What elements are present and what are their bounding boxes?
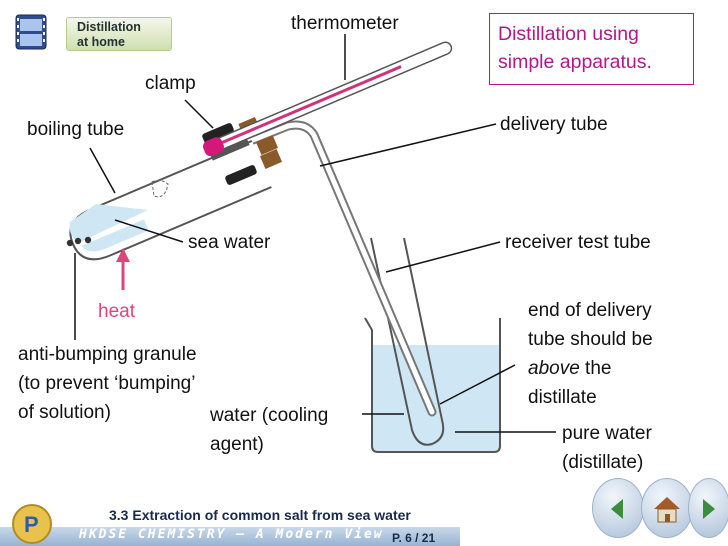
- thermometer-shape: [203, 41, 453, 157]
- heat-arrow-icon: [116, 248, 130, 290]
- topic-chip-line1: Distillation: [77, 20, 141, 34]
- topic-chip-line2: at home: [77, 35, 125, 49]
- label-water-cooling: water (cooling agent): [210, 401, 328, 459]
- label-clamp: clamp: [145, 73, 196, 94]
- granule: [84, 236, 92, 244]
- water-cooling-line1: water (cooling: [210, 405, 329, 426]
- film-icon: [15, 14, 47, 50]
- receiver-tube: [370, 237, 445, 446]
- anti-bumping-line2: (to prevent ‘bumping’: [18, 373, 196, 394]
- footer-banner: [0, 527, 460, 546]
- label-sea-water: sea water: [188, 232, 271, 253]
- label-boiling-tube: boiling tube: [27, 119, 125, 140]
- label-pure-water: pure water (distillate): [562, 419, 652, 477]
- label-receiver-test-tube: receiver test tube: [505, 232, 651, 253]
- pure-water-line1: pure water: [562, 423, 652, 444]
- end-delivery-line3: above the: [528, 354, 653, 383]
- logo-icon[interactable]: P: [4, 500, 60, 544]
- end-delivery-the: the: [579, 358, 612, 379]
- label-delivery-tube: delivery tube: [500, 114, 608, 135]
- end-delivery-above: above: [528, 358, 580, 379]
- label-anti-bumping: anti-bumping granule (to prevent ‘bumpin…: [18, 340, 197, 427]
- label-thermometer: thermometer: [291, 13, 399, 34]
- slide-title-box: Distillation using simple apparatus.: [489, 13, 694, 85]
- anti-bumping-line1: anti-bumping granule: [18, 344, 197, 365]
- footer-banner-text: HKDSE CHEMISTRY — A Modern View: [79, 527, 384, 542]
- granule: [74, 237, 82, 245]
- beaker-water: [372, 345, 500, 452]
- delivery-tube-inner: [225, 122, 435, 415]
- granule: [66, 239, 74, 247]
- leader-lines: [74, 34, 556, 433]
- topic-chip[interactable]: Distillation at home: [66, 17, 172, 51]
- end-delivery-line2: tube should be: [528, 329, 653, 350]
- slide-title-line1: Distillation using: [498, 23, 639, 45]
- end-delivery-line1: end of delivery: [528, 300, 652, 321]
- next-icon[interactable]: [688, 478, 728, 538]
- beaker: [364, 317, 501, 453]
- label-heat: heat: [98, 301, 135, 322]
- footer-section-title: 3.3 Extraction of common salt from sea w…: [109, 507, 411, 523]
- label-end-of-delivery: end of delivery tube should be above the…: [528, 296, 653, 412]
- pure-water-line2: (distillate): [562, 452, 644, 473]
- clamp-shape: [202, 123, 257, 185]
- home-icon[interactable]: [641, 478, 693, 538]
- slide-title-line2: simple apparatus.: [498, 51, 652, 73]
- anti-bumping-line3: of solution): [18, 402, 111, 423]
- svg-text:P: P: [24, 512, 39, 537]
- end-delivery-line4: distillate: [528, 387, 597, 408]
- water-cooling-line2: agent): [210, 434, 264, 455]
- page-number: P. 6 / 21: [392, 531, 436, 545]
- prev-icon[interactable]: [592, 478, 644, 538]
